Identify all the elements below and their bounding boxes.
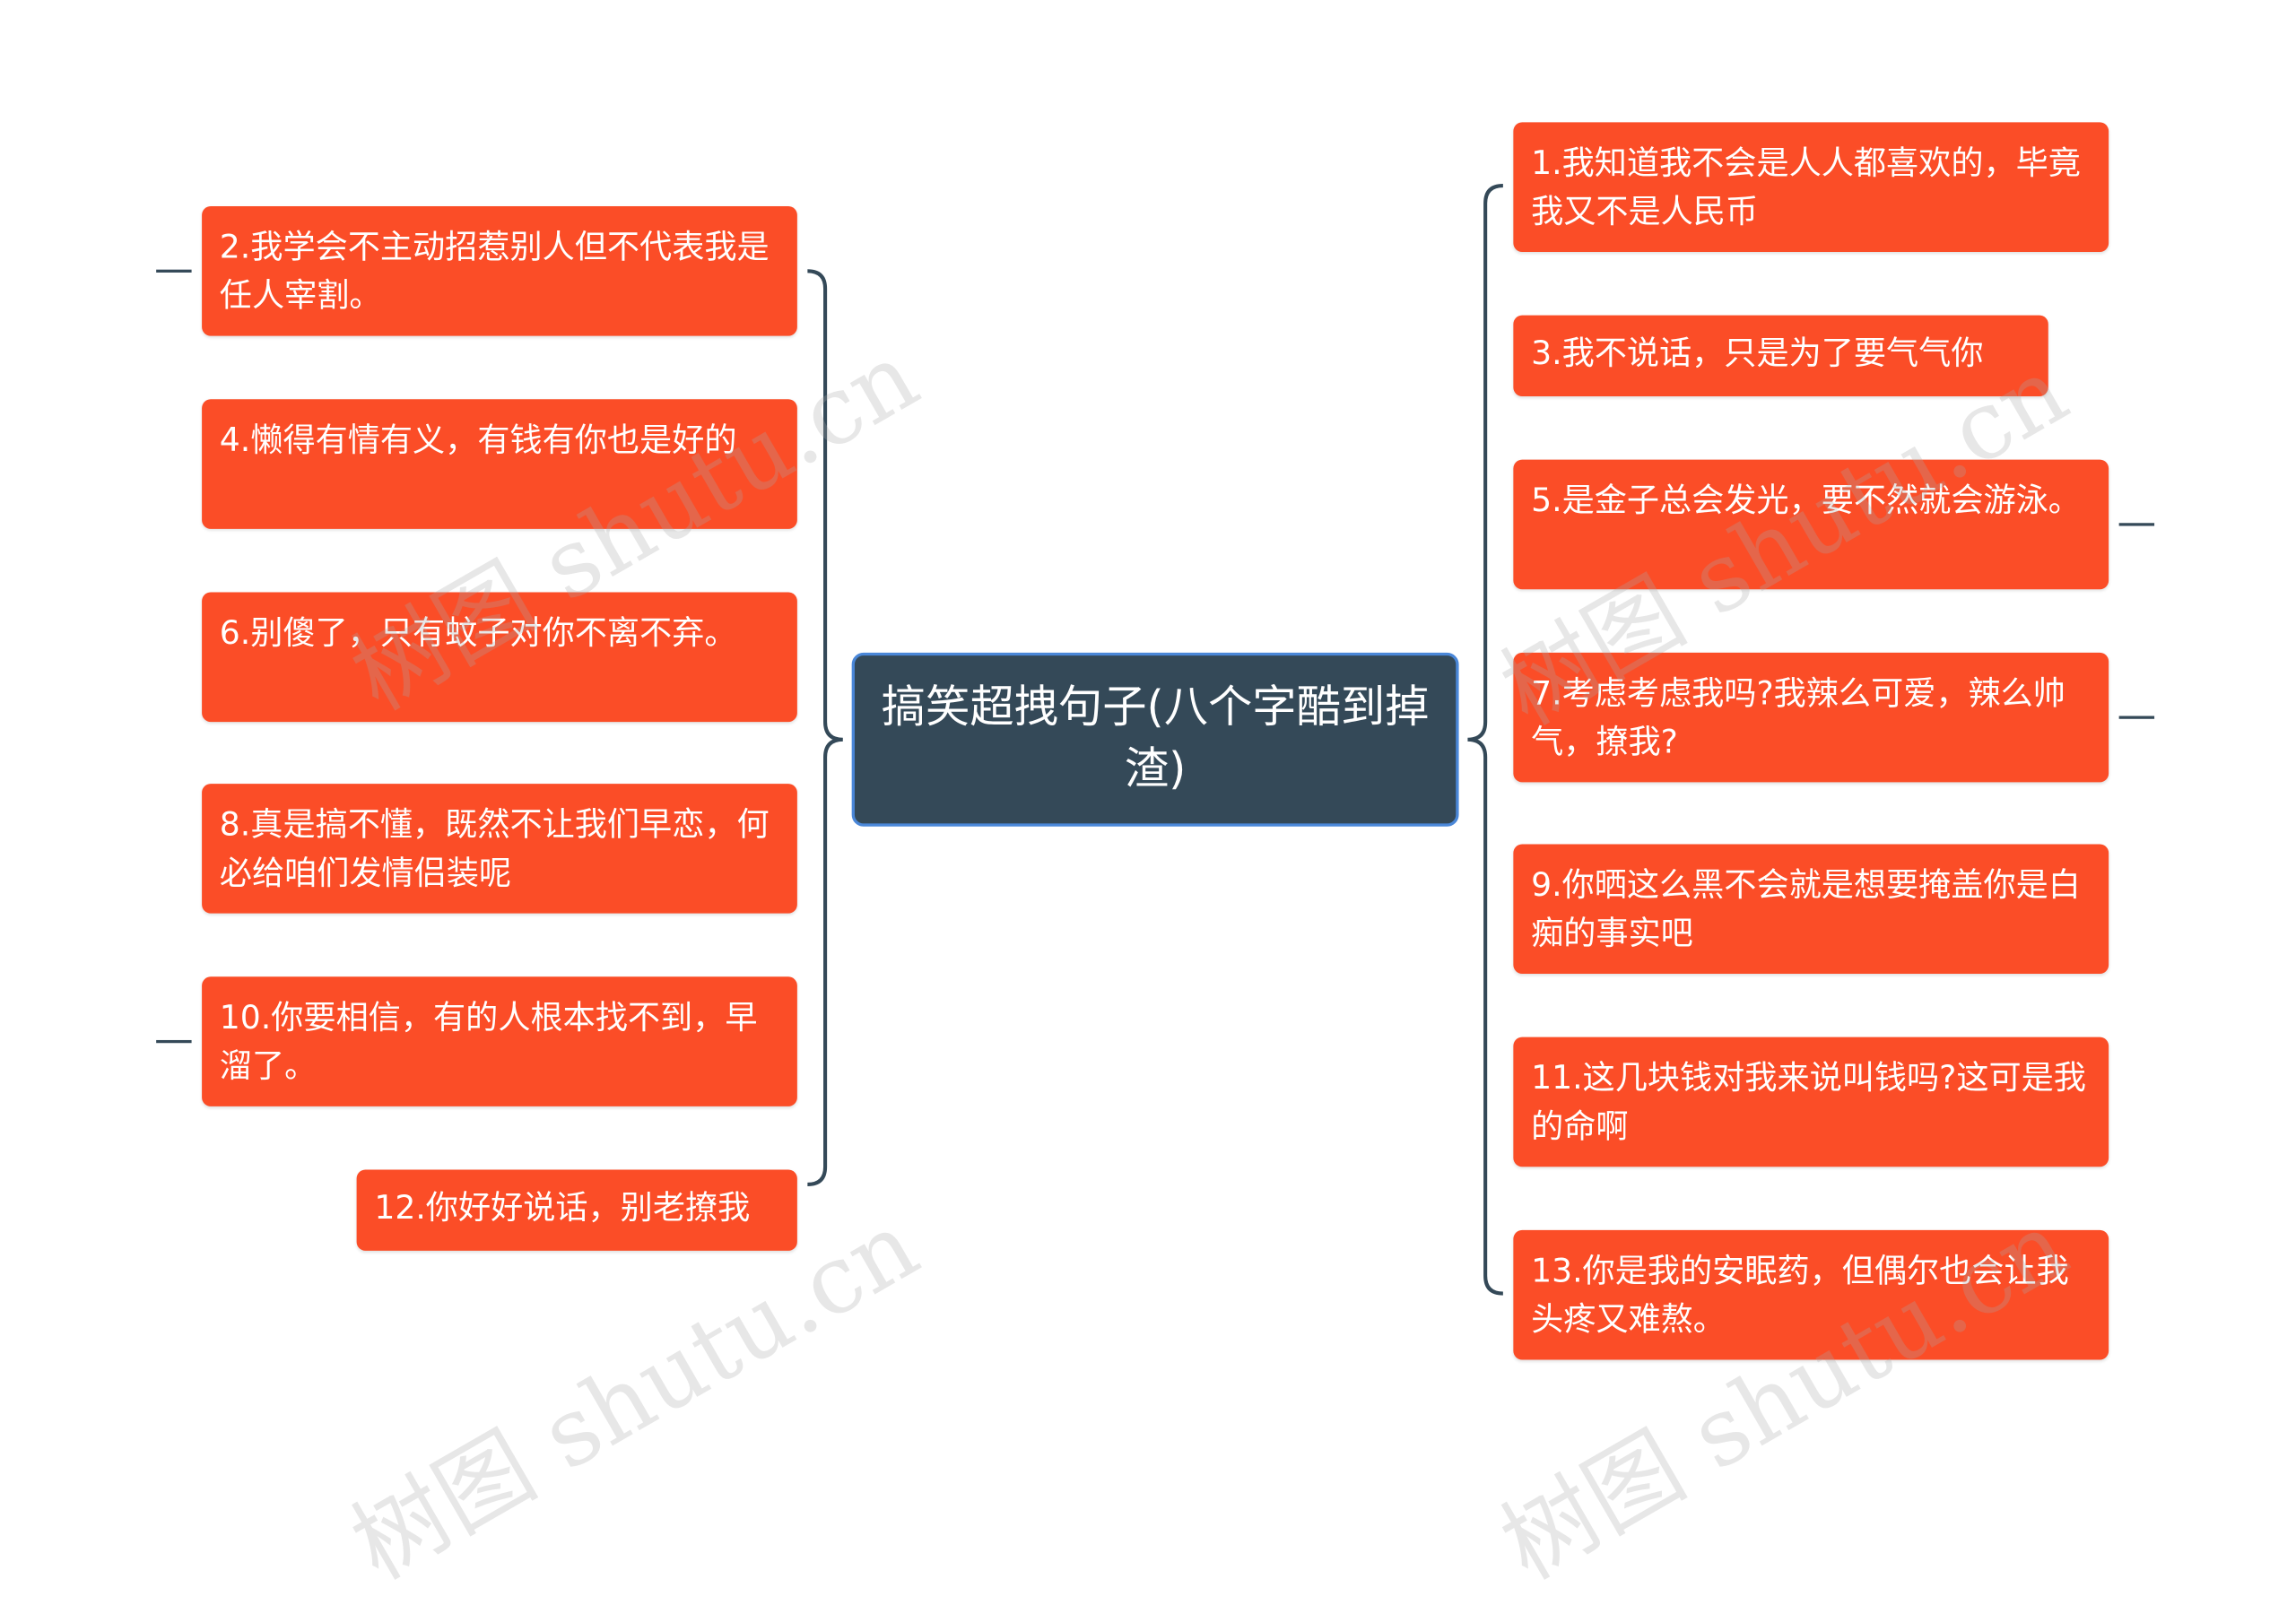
- right-node-3-text: 5.是金子总会发光，要不然就会游泳。: [1531, 482, 2081, 520]
- connector-lines: [807, 183, 1503, 1296]
- right-node-7-text: 13.你是我的安眠药，但偶尔也会让我头疼又难熬。: [1531, 1254, 2069, 1340]
- left-node-2[interactable]: 4.懒得有情有义，有钱有你也是好的: [202, 399, 797, 529]
- right-node-1-text: 1.我知道我不会是人人都喜欢的，毕竟我又不是人民币: [1531, 145, 2081, 231]
- right-node-6-text: 11.这几块钱对我来说叫钱吗?这可是我的命啊: [1531, 1060, 2086, 1147]
- left-node-3[interactable]: 6.别傻了，只有蚊子对你不离不弃。: [202, 592, 797, 723]
- root-title: 搞笑超拽句子(八个字酷到掉渣): [881, 681, 1430, 796]
- left-node-2-text: 4.懒得有情有义，有钱有你也是好的: [219, 422, 737, 460]
- collapse-stub-right-4[interactable]: [2118, 716, 2155, 719]
- right-node-1[interactable]: 1.我知道我不会是人人都喜欢的，毕竟我又不是人民币: [1513, 122, 2109, 252]
- left-node-6-text: 12.你好好说话，别老撩我: [374, 1190, 751, 1228]
- left-bracket-line: [807, 269, 843, 1187]
- collapse-stub-left-5[interactable]: [156, 1039, 192, 1044]
- left-node-4-text: 8.真是搞不懂，既然不让我们早恋，何必给咱们发情侣装呢: [219, 807, 770, 893]
- left-node-1[interactable]: 2.我学会不主动招惹别人但不代表我是任人宰割。: [202, 206, 797, 336]
- right-node-4-text: 7.考虑考虑我吗?我辣么可爱，辣么帅气，撩我?: [1531, 676, 2066, 762]
- left-node-5-text: 10.你要相信，有的人根本找不到，早溜了。: [219, 1000, 758, 1086]
- right-node-2-text: 3.我不说话，只是为了要气气你: [1531, 335, 1984, 373]
- left-node-3-text: 6.别傻了，只有蚊子对你不离不弃。: [219, 615, 737, 653]
- root-node[interactable]: 搞笑超拽句子(八个字酷到掉渣): [851, 652, 1459, 827]
- right-node-3[interactable]: 5.是金子总会发光，要不然就会游泳。: [1513, 459, 2109, 590]
- right-node-2[interactable]: 3.我不说话，只是为了要气气你: [1513, 315, 2048, 396]
- mind-map-canvas: 2.我学会不主动招惹别人但不代表我是任人宰割。 4.懒得有情有义，有钱有你也是好…: [156, 122, 2155, 1601]
- left-node-6[interactable]: 12.你好好说话，别老撩我: [356, 1169, 797, 1251]
- collapse-stub-right-3[interactable]: [2118, 523, 2155, 526]
- left-node-4[interactable]: 8.真是搞不懂，既然不让我们早恋，何必给咱们发情侣装呢: [202, 784, 797, 914]
- left-node-1-text: 2.我学会不主动招惹别人但不代表我是任人宰割。: [219, 230, 770, 316]
- collapse-stub-left-1[interactable]: [156, 269, 192, 273]
- right-node-5[interactable]: 9.你晒这么黑不会就是想要掩盖你是白痴的事实吧: [1513, 844, 2109, 975]
- right-node-6[interactable]: 11.这几块钱对我来说叫钱吗?这可是我的命啊: [1513, 1037, 2109, 1167]
- right-node-4[interactable]: 7.考虑考虑我吗?我辣么可爱，辣么帅气，撩我?: [1513, 652, 2109, 783]
- right-bracket-line: [1467, 183, 1503, 1296]
- right-node-7[interactable]: 13.你是我的安眠药，但偶尔也会让我头疼又难熬。: [1513, 1229, 2109, 1360]
- left-node-5[interactable]: 10.你要相信，有的人根本找不到，早溜了。: [202, 976, 797, 1106]
- right-node-5-text: 9.你晒这么黑不会就是想要掩盖你是白痴的事实吧: [1531, 867, 2081, 954]
